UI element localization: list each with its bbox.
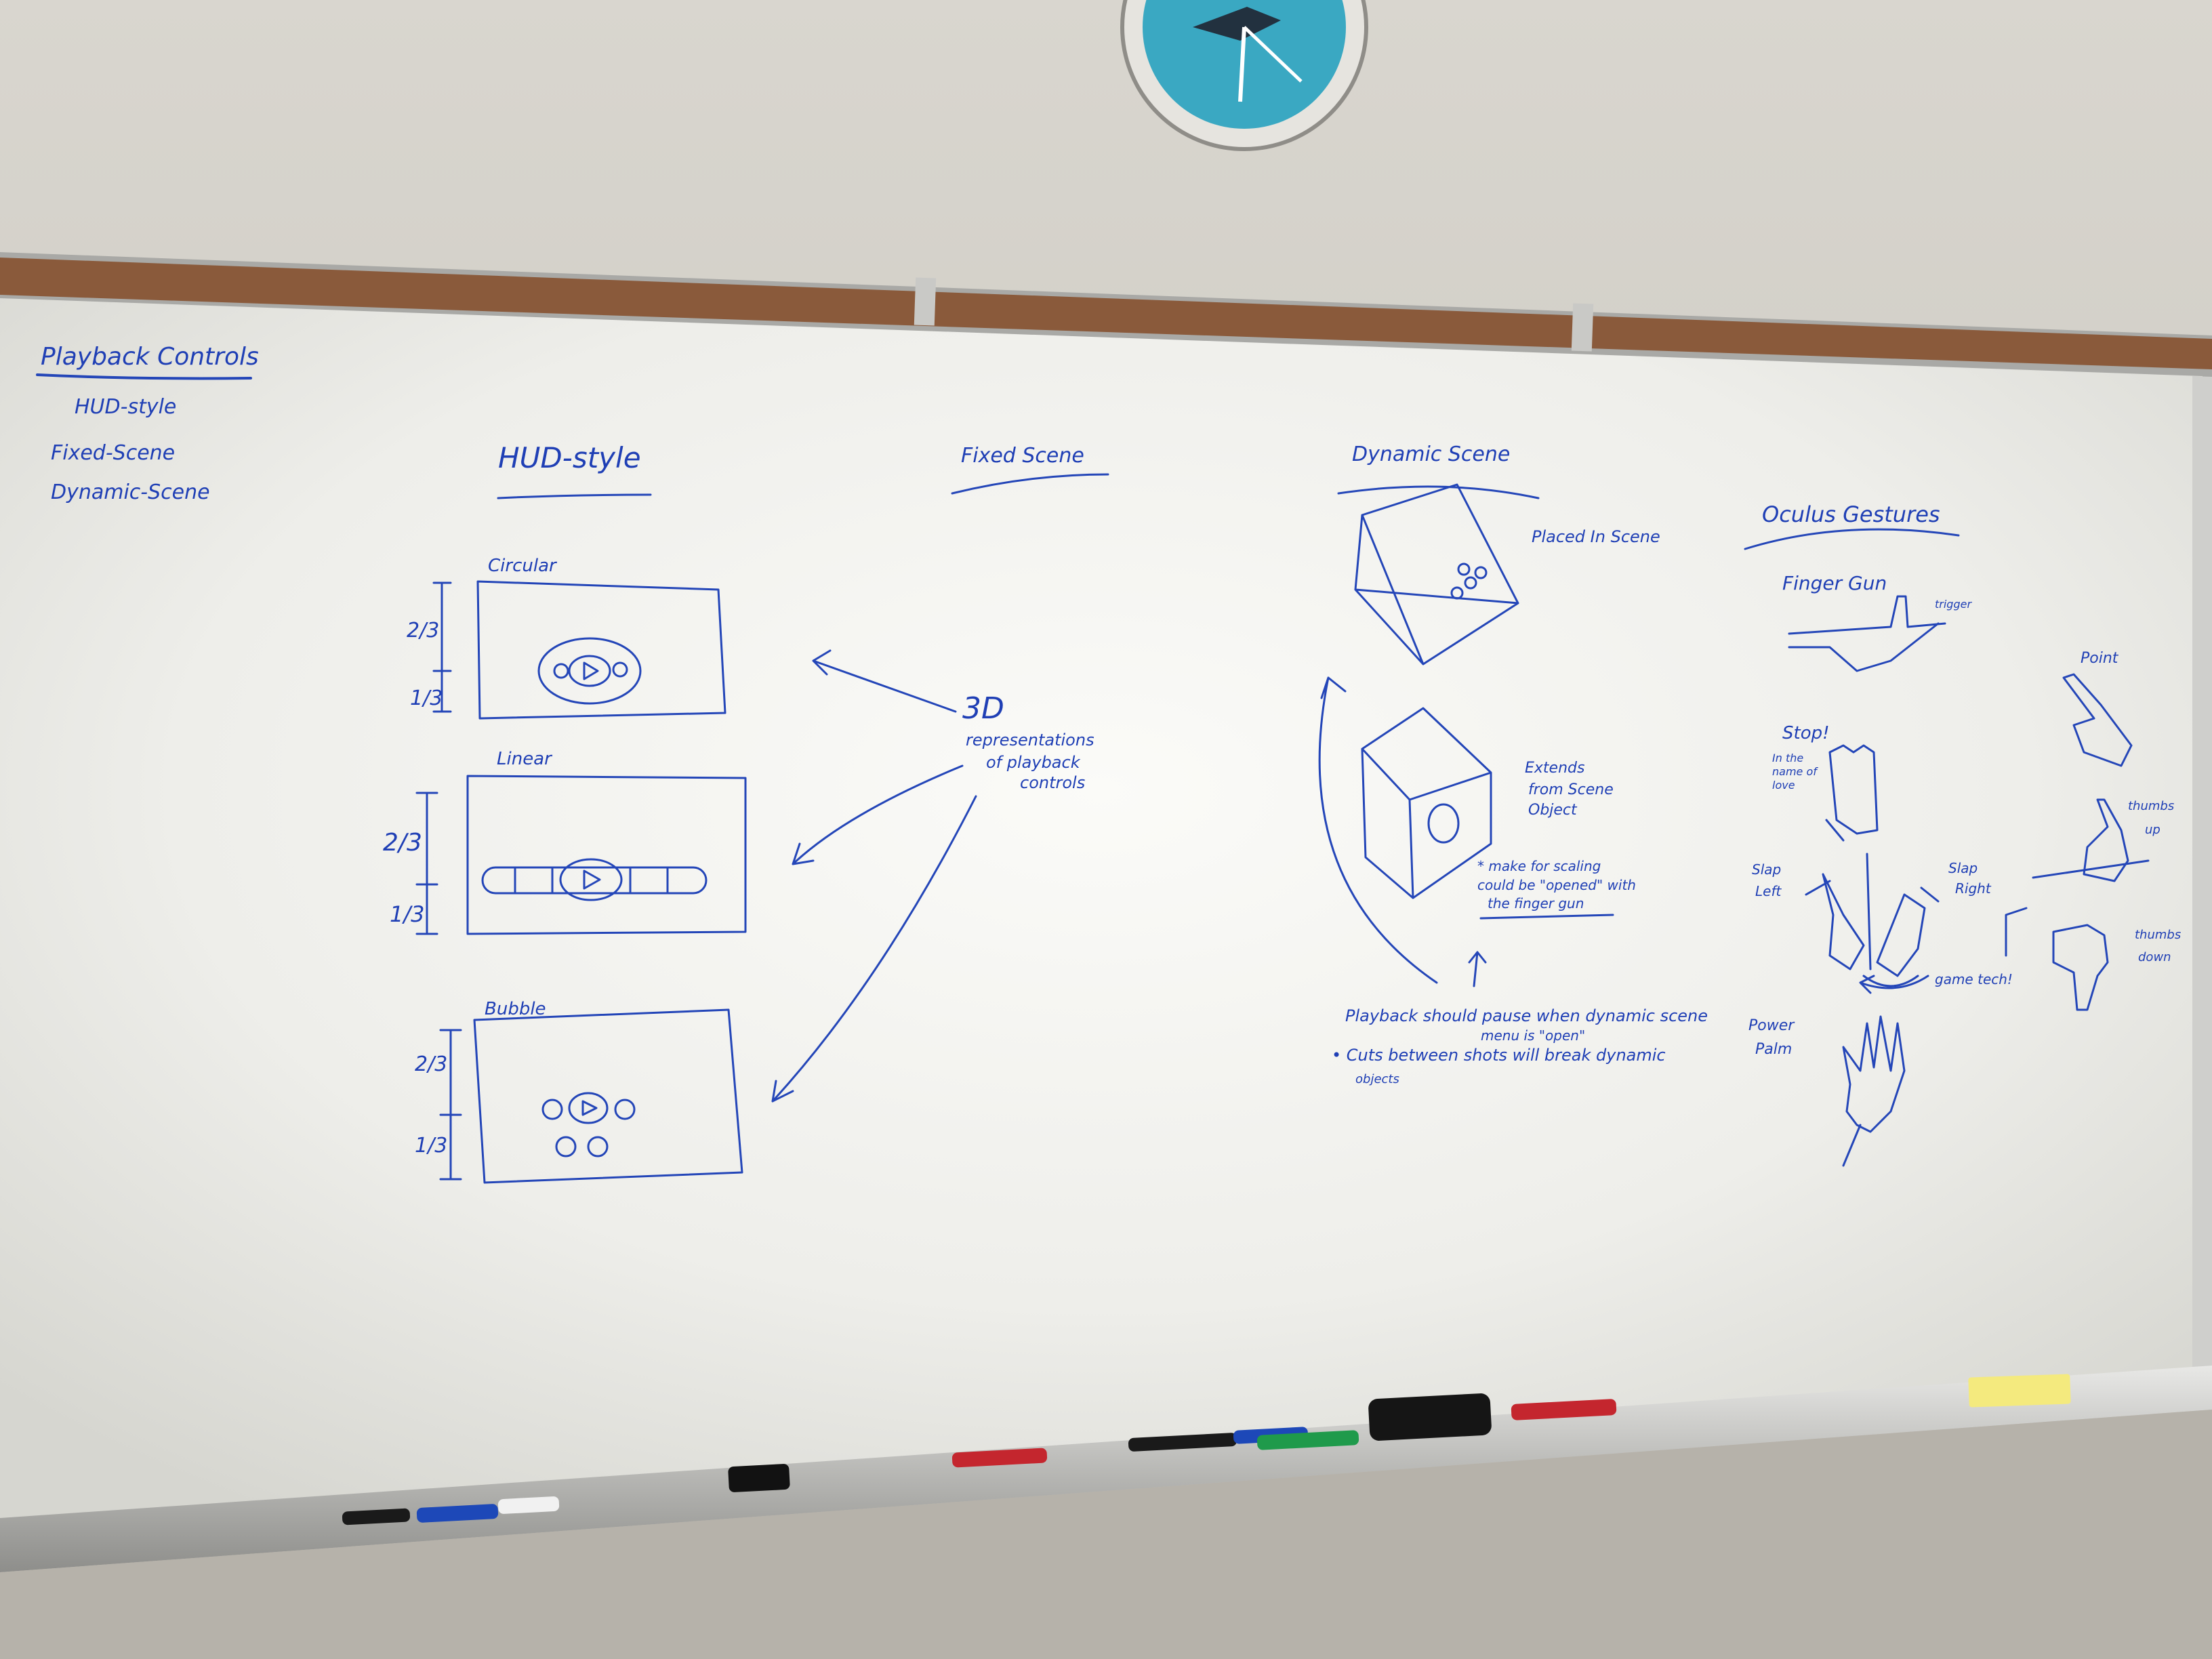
playback-pause-line-1: Playback should pause when dynamic scene (1345, 1006, 1708, 1025)
linear-fraction-top: 2/3 (383, 829, 422, 857)
wall-clock (1120, 0, 1368, 151)
stop-sub-2: name of (1772, 765, 1818, 778)
scaling-line-3: the finger gun (1488, 895, 1584, 912)
slap-left-sketch (1805, 873, 1865, 970)
green-marker (1256, 1430, 1359, 1450)
linear-fraction-bottom: 1/3 (390, 901, 425, 927)
oculus-heading: Oculus Gestures (1762, 501, 1940, 527)
placed-in-scene-label: Placed In Scene (1532, 527, 1660, 546)
power-palm-label-1: Power (1748, 1017, 1795, 1034)
playback-pause-line-2: menu is "open" (1481, 1027, 1585, 1044)
fixed-scene-3d-label: 3D (962, 691, 1004, 726)
bubble-fraction-bottom: 1/3 (415, 1134, 447, 1158)
red-marker-2 (1511, 1399, 1617, 1420)
fixed-scene-desc-1: representations (966, 731, 1094, 750)
playback-item-fixed: Fixed-Scene (51, 441, 175, 465)
marker-tray (0, 1366, 2212, 1572)
extends-line-1: Extends (1525, 760, 1584, 777)
oculus-gestures-section: Oculus Gestures Finger Gun trigger Point… (1744, 501, 2181, 1167)
slap-right-label-2: Right (1955, 880, 1992, 897)
point-label: Point (2081, 650, 2119, 667)
power-palm-label-2: Palm (1755, 1041, 1792, 1058)
extends-line-3: Object (1528, 802, 1578, 819)
game-tech-label: game tech! (1935, 971, 2013, 987)
slap-left-label-2: Left (1755, 883, 1782, 899)
black-marker-2 (1128, 1433, 1237, 1452)
power-palm-sketch (1842, 1015, 1906, 1167)
board-top-rail (0, 252, 2212, 380)
large-eraser (1368, 1393, 1492, 1441)
red-marker (951, 1448, 1048, 1468)
point-sketch (2062, 673, 2133, 767)
small-eraser (728, 1464, 790, 1492)
cuts-line-1: • Cuts between shots will break dynamic (1332, 1046, 1666, 1065)
finger-gun-sketch (1788, 595, 1946, 672)
dynamic-scene-section: Dynamic Scene Placed In Scene Extends fr… (1318, 443, 1708, 1086)
black-marker (342, 1508, 411, 1525)
playback-controls-title: Playback Controls (41, 343, 259, 371)
sticky-notes (1968, 1374, 2071, 1408)
thumbs-up-label-2: up (2145, 823, 2160, 837)
scaling-line-1: * make for scaling (1477, 858, 1601, 874)
fixed-scene-heading: Fixed Scene (961, 444, 1084, 468)
stop-sub-3: love (1772, 779, 1795, 792)
hud-heading: HUD-style (498, 441, 641, 474)
stop-sub-1: In the (1772, 752, 1803, 764)
bubble-fraction-top: 2/3 (415, 1052, 447, 1076)
finger-gun-label: Finger Gun (1782, 572, 1887, 594)
thumbs-up-sketch (2032, 798, 2150, 882)
playback-item-dynamic: Dynamic-Scene (51, 480, 210, 504)
fixed-scene-desc-2: of playback (986, 753, 1081, 772)
hud-style-section: HUD-style Circular 2/3 1/3 Linear 2/3 1/… (383, 441, 747, 1184)
white-marker (497, 1496, 560, 1514)
fixed-scene-section: Fixed Scene 3D representations of playba… (771, 444, 1109, 1103)
slap-right-label-1: Slap (1948, 860, 1978, 876)
playback-item-hud: HUD-style (75, 395, 176, 419)
thumbs-down-label-1: thumbs (2135, 928, 2181, 942)
thumbs-up-label-1: thumbs (2128, 799, 2174, 813)
stop-label: Stop! (1782, 723, 1830, 743)
slap-left-label-1: Slap (1752, 861, 1781, 878)
circular-fraction-top: 2/3 (407, 619, 439, 642)
circular-fraction-bottom: 1/3 (410, 687, 443, 710)
stop-sketch (1825, 744, 1879, 842)
whiteboard-surface (0, 298, 2203, 1528)
thumbs-down-sketch (2052, 924, 2109, 1011)
circular-label: Circular (488, 556, 558, 576)
thumbs-down-label-2: down (2138, 950, 2171, 964)
finger-gun-sub: trigger (1935, 598, 1972, 611)
playback-controls-notes: Playback Controls HUD-style Fixed-Scene … (36, 343, 259, 504)
extends-line-2: from Scene (1528, 781, 1614, 798)
linear-label: Linear (497, 749, 553, 769)
cuts-line-2: objects (1355, 1072, 1399, 1086)
blue-marker (416, 1504, 499, 1523)
bubble-label: Bubble (485, 999, 546, 1019)
slap-right-sketch (1866, 853, 1940, 977)
scaling-line-2: could be "opened" with (1477, 877, 1636, 893)
dynamic-scene-heading: Dynamic Scene (1352, 443, 1510, 466)
fixed-scene-desc-3: controls (1020, 773, 1085, 792)
